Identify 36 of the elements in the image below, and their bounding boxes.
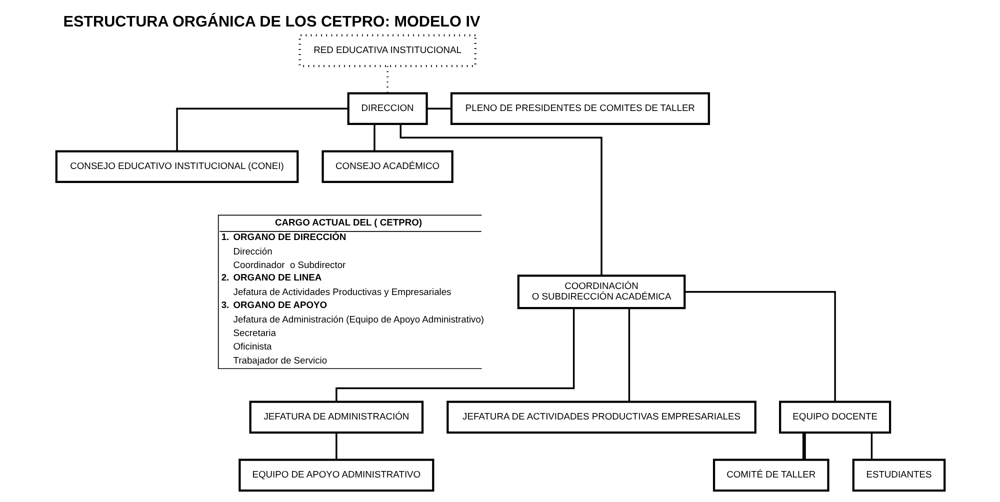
node-box: COMITÉ DE TALLER	[712, 458, 829, 492]
label: Oficinista	[232, 342, 272, 352]
label: Trabajador de Servicio	[232, 355, 327, 366]
label: Jefatura de Administración (Equipo de Apoyo Administrativo)	[232, 314, 484, 324]
node-box: PLENO DE PRESIDENTES DE COMITES DE TALLER	[450, 92, 710, 126]
label: Secretaria	[232, 328, 276, 338]
node-box: DIRECCION	[346, 92, 428, 126]
label: Coordinador o Subdirector	[232, 260, 346, 270]
connector	[802, 432, 806, 460]
label: Dirección	[232, 246, 272, 256]
label: Jefatura de Actividades Productivas y Empresariales	[232, 287, 451, 298]
node-box: CONSEJO ACADÉMICO	[321, 150, 453, 184]
node-box: EQUIPO DE APOYO ADMINISTRATIVO	[238, 458, 434, 492]
label: 3.	[220, 300, 229, 310]
node-box: CONSEJO EDUCATIVO INSTITUCIONAL (CONEI)	[54, 150, 298, 184]
connector	[176, 108, 348, 152]
connector	[684, 291, 836, 402]
connector	[373, 124, 375, 152]
node-box: ESTUDIANTES	[852, 458, 946, 492]
node-box: EQUIPO DOCENTE	[778, 400, 891, 434]
connector	[335, 432, 337, 460]
connector	[426, 108, 451, 110]
node-box: COORDINACIÓN O SUBDIRECCIÓN ACADÉMICA	[516, 274, 686, 310]
label: 1.	[220, 232, 229, 242]
node-box: JEFATURA DE ADMINISTRACIÓN	[248, 400, 424, 434]
label: ORGANO DE DIRECCIÓN	[232, 232, 346, 242]
label: CARGO ACTUAL DEL ( CETPRO)	[274, 217, 422, 228]
connector	[870, 432, 872, 460]
node-box: JEFATURA DE ACTIVIDADES PRODUCTIVAS EMPRESARIALES	[446, 400, 756, 434]
label: 2.	[220, 272, 229, 283]
connector	[386, 66, 388, 94]
label: ORGANO DE LINEA	[232, 272, 322, 283]
label: ORGANO DE APOYO	[232, 300, 327, 310]
connector	[628, 308, 630, 402]
diagram-title: ESTRUCTURA ORGÁNICA DE LOS CETPRO: MODELO IV	[62, 13, 480, 30]
node-box: RED EDUCATIVA INSTITUCIONAL	[298, 34, 476, 68]
